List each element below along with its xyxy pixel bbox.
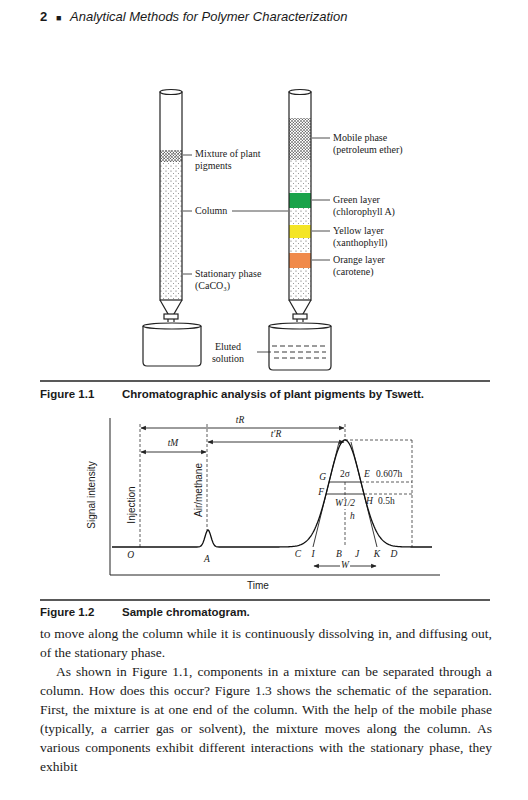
leader-lines [183,138,330,352]
figure-number: Figure 1.1 [40,388,94,401]
signal-curve [112,440,432,547]
point-label: I [311,550,314,560]
point-label: B [336,550,342,560]
part-label: Mobile phase (petroleum ether) [333,132,433,155]
height-label: 0.607h [376,470,402,480]
width-label: 2σ [340,470,350,480]
part-label: Eluted solution [203,341,253,364]
time-label: t′R [270,430,283,440]
point-label: O [127,551,134,561]
signal-trace [112,440,432,547]
point-label: H [366,497,373,507]
point-label: G [319,473,326,483]
width-label: W1/2 [334,499,356,509]
part-label: Yellow layer (xanthophyll) [333,225,425,248]
point-label: A [204,555,210,565]
part-label: Orange layer (carotene) [333,254,425,277]
body-text: to move along the column while it is con… [40,624,492,662]
rule [40,599,490,601]
part-label: Stationary phase (CaCO₃) [195,268,277,291]
page-number: 2 [40,10,47,25]
axis-label: Signal intensity [87,461,97,528]
point-label: C [295,550,301,560]
marker-label: Air/methane [194,463,204,517]
part-label: Green layer (chlorophyll A) [333,194,425,217]
point-label: F [318,488,324,498]
figure-caption: Chromatographic analysis of plant pigmen… [122,388,424,401]
height-label: h [350,512,355,522]
right-column [269,90,331,371]
bullet: ■ [56,13,61,23]
figure-number: Figure 1.2 [40,606,94,619]
part-label: Mixture of plant pigments [195,148,277,171]
width-label: W [340,561,350,571]
axis-label: Time [247,581,269,591]
yellow-layer [289,225,311,238]
orange-layer [289,253,311,268]
point-label: K [374,550,380,560]
chromatogram-axes [110,418,440,575]
point-label: J [355,550,359,560]
left-column [143,90,201,367]
time-label: tR [235,416,245,426]
marker-label: Injection [127,486,137,523]
figure-caption: Sample chromatogram. [122,606,250,619]
point-label: E [364,470,370,480]
height-label: 0.5h [378,497,395,507]
peak-construction [313,442,377,547]
guide-lines [140,424,412,547]
part-label: Column [195,205,227,217]
time-arrows [141,428,376,566]
body-text: As shown in Figure 1.1, components in a … [40,662,492,776]
running-head: Analytical Methods for Polymer Character… [70,10,347,25]
green-layer [289,193,311,208]
time-label: tM [167,439,180,449]
rule [40,380,490,382]
point-label: D [391,550,398,560]
